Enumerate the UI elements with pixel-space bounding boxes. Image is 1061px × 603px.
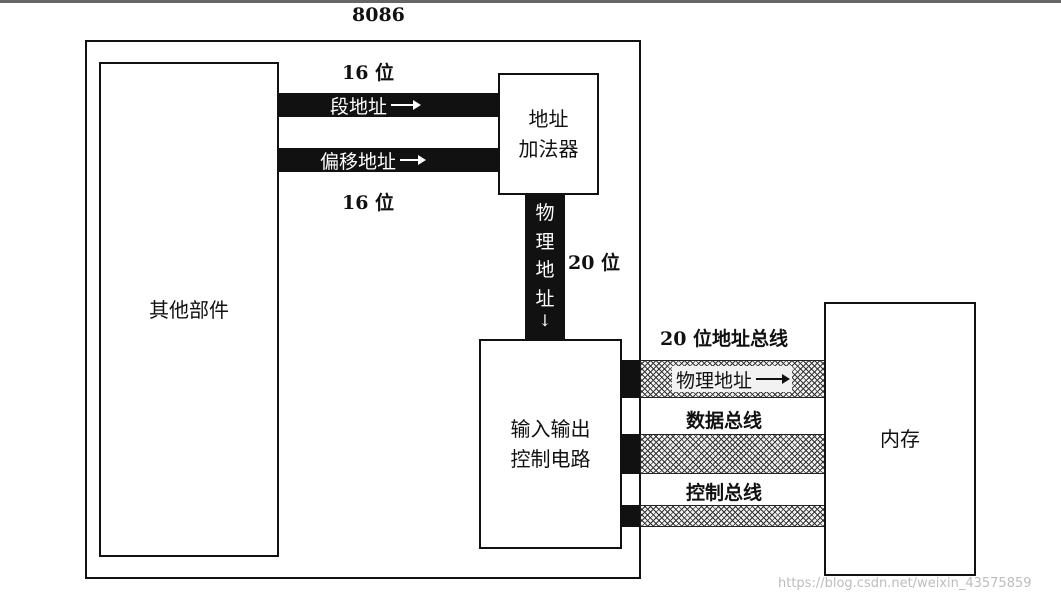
control-bus-stub	[620, 505, 640, 527]
offset-width-label: 16 位	[342, 192, 395, 214]
data-bus	[640, 434, 825, 474]
data-bus-label: 数据总线	[686, 410, 763, 432]
other-components-block: 其他部件	[99, 62, 279, 557]
offset-address-label-group: 偏移地址	[320, 148, 427, 173]
address-adder-label-line1: 地址	[528, 107, 569, 131]
io-control-label-line1: 输入输出	[510, 417, 591, 441]
memory-block: 内存	[824, 302, 976, 576]
watermark-text: https://blog.csdn.net/weixin_43575859	[778, 576, 1032, 591]
address-bus-title: 20 位地址总线	[660, 328, 789, 350]
top-border-line	[0, 0, 1061, 3]
address-bus-stub	[620, 360, 640, 398]
arrow-down-icon: ↓	[538, 311, 552, 330]
physical-address-bus-label-group: 物理地址	[672, 366, 793, 392]
arrow-right-icon	[400, 155, 427, 165]
physical-width-label: 20 位	[568, 252, 621, 274]
other-components-label: 其他部件	[149, 297, 229, 322]
offset-address-bus	[279, 148, 499, 172]
segment-address-bus	[279, 93, 499, 117]
physical-address-vertical-label: 物 理 地 址 ↓	[525, 199, 565, 329]
physical-char-1: 物	[535, 202, 555, 224]
control-bus	[640, 505, 825, 527]
physical-char-3: 地	[535, 259, 555, 281]
offset-address-label: 偏移地址	[320, 150, 397, 173]
control-bus-label: 控制总线	[686, 482, 763, 504]
diagram-title: 8086	[352, 4, 405, 26]
segment-width-label: 16 位	[342, 62, 395, 84]
io-control-circuit-block: 输入输出 控制电路	[479, 339, 622, 549]
memory-label: 内存	[880, 427, 920, 451]
io-control-label-line2: 控制电路	[510, 447, 591, 471]
address-adder-block: 地址 加法器	[498, 73, 599, 195]
arrow-right-icon	[756, 374, 791, 384]
physical-char-4: 址	[535, 287, 555, 310]
data-bus-stub	[620, 434, 640, 474]
segment-address-label-group: 段地址	[330, 93, 422, 118]
arrow-right-icon	[391, 100, 422, 110]
physical-address-bus-label: 物理地址	[676, 369, 753, 392]
physical-address-vertical-bus	[525, 195, 565, 341]
address-adder-label-line2: 加法器	[518, 137, 579, 161]
segment-address-label: 段地址	[330, 95, 388, 118]
physical-char-2: 理	[535, 230, 555, 253]
